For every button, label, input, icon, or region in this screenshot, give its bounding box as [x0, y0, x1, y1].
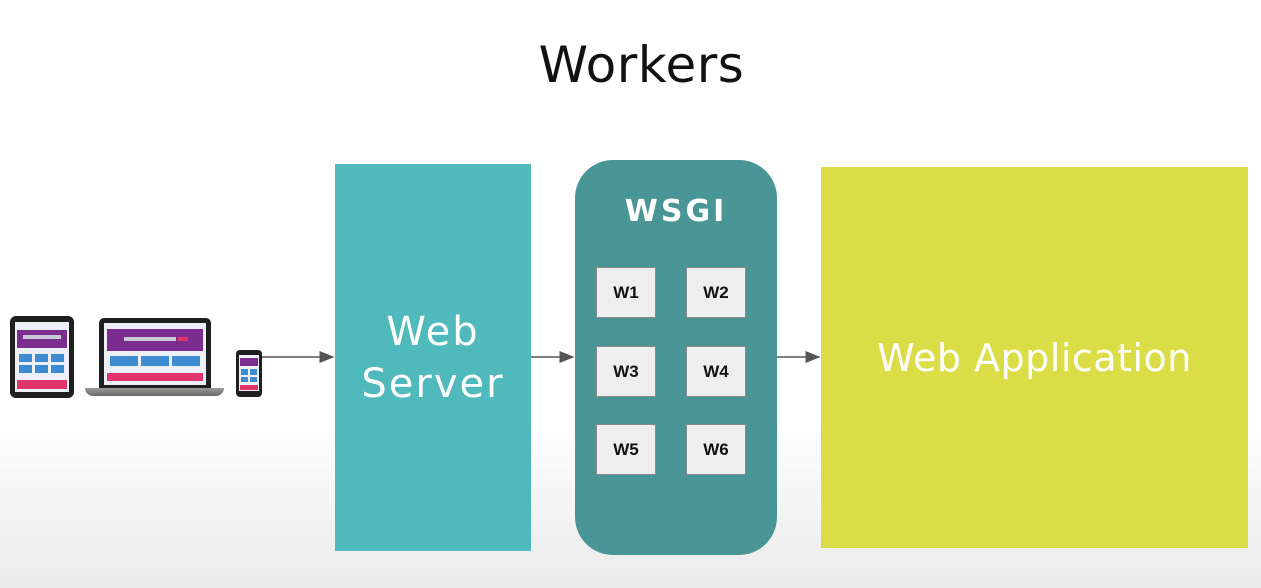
worker-w4: W4 [686, 346, 746, 397]
wsgi-label: WSGI [624, 194, 728, 229]
worker-w2: W2 [686, 267, 746, 318]
worker-w1: W1 [596, 267, 656, 318]
phone-icon [236, 350, 262, 397]
web-server-label: Web Server [361, 308, 505, 407]
laptop-base [85, 388, 224, 396]
laptop-icon [99, 318, 211, 388]
wsgi-box: WSGI W1 W2 W3 W4 W5 W6 [575, 160, 777, 555]
worker-w6: W6 [686, 424, 746, 475]
web-application-box: Web Application [821, 167, 1248, 548]
worker-w5: W5 [596, 424, 656, 475]
tablet-icon [10, 316, 74, 398]
diagram-title: Workers [538, 36, 745, 94]
web-server-box: Web Server [335, 164, 531, 551]
web-application-label: Web Application [877, 335, 1192, 380]
worker-w3: W3 [596, 346, 656, 397]
